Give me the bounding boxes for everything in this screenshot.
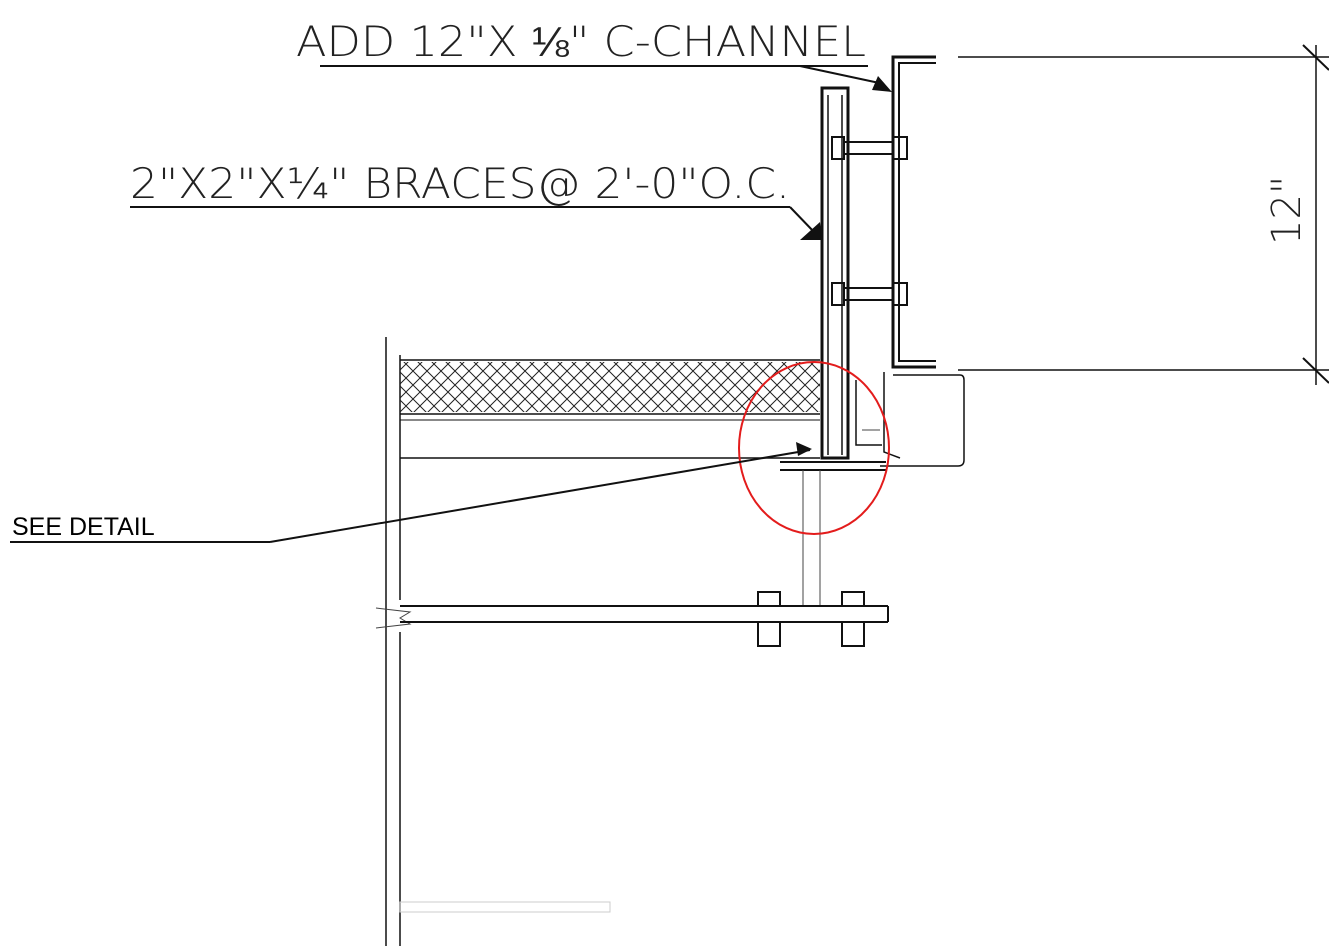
bolt-lower (831, 282, 908, 306)
c-channel (891, 55, 936, 369)
see-detail-leader (10, 442, 812, 543)
insulation-layer (400, 359, 820, 459)
dimension-label: 12" (1264, 176, 1310, 245)
bolt-upper (831, 136, 908, 160)
bolt-bottom-right (841, 591, 865, 647)
bolt-bottom-left (757, 591, 781, 647)
base-trace (399, 901, 611, 913)
brace-members (820, 86, 850, 460)
bottom-plate (400, 605, 889, 623)
wall-outline (375, 337, 412, 946)
edge-flashing (855, 372, 965, 467)
channel-callout-text: ADD 12"X ⅛" C-CHANNEL (296, 17, 866, 66)
support-beam (780, 461, 886, 605)
detail-highlight-circle (738, 361, 890, 535)
braces-leader (130, 206, 822, 240)
channel-leader (320, 65, 892, 92)
dimension-line (958, 44, 1329, 385)
braces-callout-text: 2"X2"X¼" BRACES@ 2'-0"O.C. (130, 159, 790, 208)
see-detail-text: SEE DETAIL (12, 513, 155, 541)
